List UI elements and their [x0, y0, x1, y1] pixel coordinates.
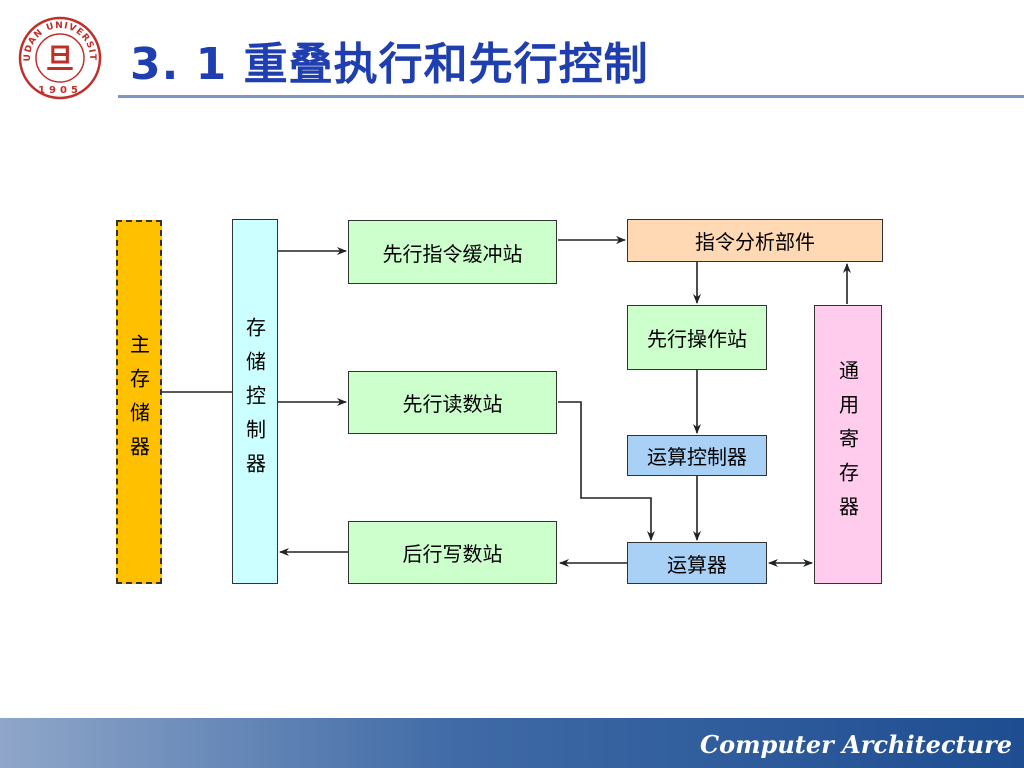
title-divider [118, 95, 1024, 98]
university-seal-icon: FUDAN UNIVERSITY 旦 1905 [18, 16, 102, 100]
memory-controller-box: 存储控制器 [232, 219, 278, 584]
operation-station-box: 先行操作站 [627, 305, 767, 370]
logo-year: 1905 [38, 85, 82, 96]
instruction-buffer-box: 先行指令缓冲站 [348, 220, 557, 284]
write-back-station-box: 后行写数站 [348, 521, 557, 584]
page-title: 3. 1 重叠执行和先行控制 [130, 39, 649, 90]
instruction-analyzer-box: 指令分析部件 [627, 219, 883, 262]
footer-bar: Computer Architecture [0, 718, 1024, 768]
main-memory-box: 主存储器 [116, 220, 162, 584]
footer-course-title: Computer Architecture [700, 730, 1012, 759]
operand-read-station-box: 先行读数站 [348, 371, 557, 434]
logo-glyph: 旦 [46, 42, 74, 75]
alu-controller-box: 运算控制器 [627, 435, 767, 476]
alu-box: 运算器 [627, 542, 767, 584]
read-station-to-alu-arrow [558, 401, 655, 541]
general-registers-box: 通用寄存器 [814, 305, 882, 584]
